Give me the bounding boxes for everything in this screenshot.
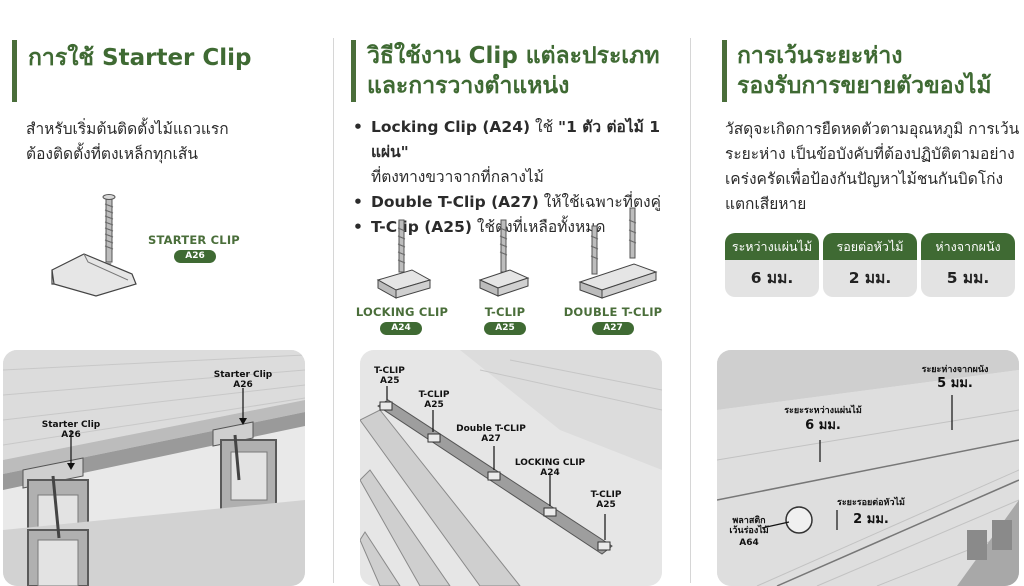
photo2-callout-code-1: A25 — [380, 376, 400, 386]
spec-value: 6 มม. — [725, 260, 819, 297]
locking-clip-code-badge: A24 — [380, 322, 422, 335]
clip-usage-list: Locking Clip (A24) ใช้ "1 ตัว ต่อไม้ 1 แ… — [353, 115, 683, 240]
double-t-clip-label: DOUBLE T-CLIP — [563, 305, 663, 319]
wall-gap-callout-label: ระยะห่างจากผนัง — [921, 365, 989, 375]
starter-clip-title: การใช้ Starter Clip — [28, 45, 252, 71]
photo2-callout-name-5: T-CLIP — [590, 490, 622, 500]
spec-value: 2 มม. — [823, 260, 917, 297]
photo2-callout-code-5: A25 — [596, 500, 616, 510]
spec-column-between-boards: ระหว่างแผ่นไม้ 6 มม. — [725, 233, 819, 297]
t-clip-code-badge: A25 — [484, 322, 526, 335]
heading-accent-bar — [722, 40, 727, 102]
clip-types-title-line1: วิธีใช้งาน Clip แต่ละประเภท — [367, 43, 660, 69]
clip-types-title-line2: และการวางตำแหน่ง — [367, 73, 570, 99]
spacing-title-line2: รองรับการขยายตัวของไม้ — [737, 73, 992, 99]
t-clip-label: T-CLIP — [484, 305, 526, 319]
spec-header: ห่างจากผนัง — [921, 233, 1015, 260]
clip-placement-image — [360, 350, 662, 586]
starter-clip-description-1: สำหรับเริ่มต้นติดตั้งไม้แถวแรก — [26, 120, 229, 138]
list-item: T-Clip (A25) ใช้ตงที่เหลือทั้งหมด — [353, 215, 683, 240]
spec-column-wall-gap: ห่างจากผนัง 5 มม. — [921, 233, 1015, 297]
list-item: Double T-Clip (A27) ให้ใช้เฉพาะที่ตงคู่ — [353, 190, 683, 215]
photo2-callout-name-4: LOCKING CLIP — [514, 458, 586, 468]
list-item: Locking Clip (A24) ใช้ "1 ตัว ต่อไม้ 1 แ… — [353, 115, 683, 190]
column-divider-2 — [690, 38, 691, 583]
spec-column-board-joint: รอยต่อหัวไม้ 2 มม. — [823, 233, 917, 297]
starter-clip-installation-image — [3, 350, 305, 586]
photo1-callout-code-2: A26 — [233, 380, 253, 390]
starter-clip-description-2: ต้องติดตั้งที่ตงเหล็กทุกเส้น — [26, 145, 198, 163]
board-gap-callout-value: 6 มม. — [805, 418, 841, 433]
photo2-callout-name-2: T-CLIP — [418, 390, 450, 400]
double-t-clip-code-badge: A27 — [592, 322, 634, 335]
spacing-spec-table: ระหว่างแผ่นไม้ 6 มม. รอยต่อหัวไม้ 2 มม. … — [725, 233, 1015, 297]
t-clip-product-image — [478, 219, 530, 297]
spacer-callout-line1: พลาสติก — [732, 516, 766, 526]
photo1-callout-name-2: Starter Clip — [213, 370, 273, 380]
spacing-description-3: เคร่งครัดเพื่อป้องกันปัญหาไม้ชนกันบิดโก่… — [725, 170, 1004, 188]
photo2-callout-code-4: A24 — [540, 468, 560, 478]
heading-accent-bar — [351, 40, 356, 102]
spacing-description-1: วัสดุจะเกิดการยืดหดตัวตามอุณหภูมิ การเว้… — [725, 120, 1020, 138]
photo1-callout-name-1: Starter Clip — [41, 420, 101, 430]
spec-value: 5 มม. — [921, 260, 1015, 297]
photo2-callout-code-3: A27 — [481, 434, 501, 444]
spacing-installation-image — [717, 350, 1019, 586]
photo2-callout-name-3: Double T-CLIP — [456, 424, 526, 434]
photo2-callout-name-1: T-CLIP — [374, 366, 405, 376]
spacer-callout-line2: เว้นร่องไม้ — [729, 526, 769, 536]
heading-accent-bar — [12, 40, 17, 102]
photo1-callout-code-1: A26 — [61, 430, 81, 440]
spec-header: ระหว่างแผ่นไม้ — [725, 233, 819, 260]
locking-clip-label: LOCKING CLIP — [355, 305, 449, 319]
starter-clip-product-image — [51, 194, 137, 297]
board-gap-callout-label: ระยะระหว่างแผ่นไม้ — [784, 406, 862, 416]
photo2-callout-code-2: A25 — [424, 400, 444, 410]
double-t-clip-product-image — [578, 207, 658, 299]
spacer-callout-code: A64 — [739, 538, 759, 548]
starter-clip-code-badge: A26 — [174, 250, 216, 263]
spec-header: รอยต่อหัวไม้ — [823, 233, 917, 260]
column-divider-1 — [333, 38, 334, 583]
spacing-description-4: แตกเสียหาย — [725, 195, 807, 213]
wall-gap-callout-value: 5 มม. — [937, 376, 973, 391]
spacing-title-line1: การเว้นระยะห่าง — [737, 43, 903, 69]
locking-clip-product-image — [376, 219, 432, 299]
joint-gap-callout-label: ระยะรอยต่อหัวไม้ — [837, 498, 905, 508]
joint-gap-callout-value: 2 มม. — [853, 512, 889, 527]
starter-clip-label: STARTER CLIP — [148, 233, 240, 247]
spacing-description-2: ระยะห่าง เป็นข้อบังคับที่ต้องปฏิบัติตามอ… — [725, 145, 1015, 163]
